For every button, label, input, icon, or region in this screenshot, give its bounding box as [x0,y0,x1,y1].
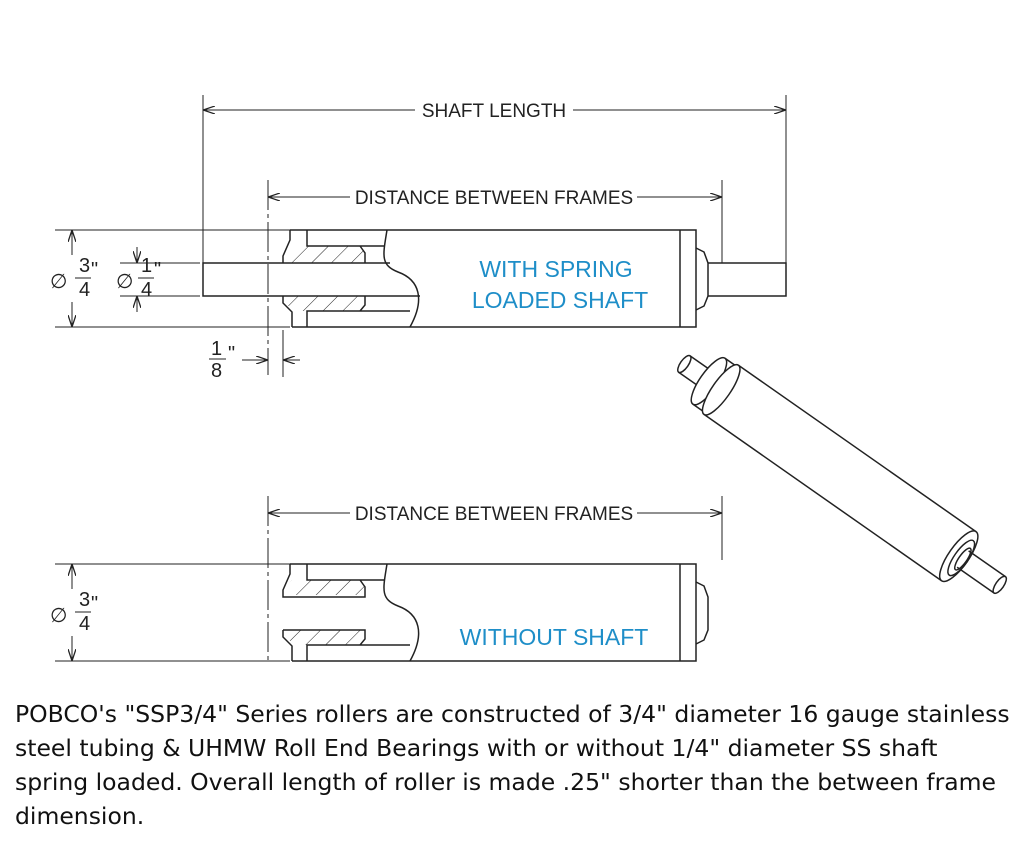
right-shaft-end [992,575,1008,595]
break-line [383,563,420,662]
diameter-symbol: ∅ [50,605,67,627]
outer-dia-denominator: 4 [79,279,90,301]
variant-label: WITHOUT SHAFT [460,624,649,650]
inch-mark: " [154,259,161,281]
tube [290,563,697,662]
shaft-right [708,262,787,297]
variant-label-line2: LOADED SHAFT [472,287,648,313]
bearing-hatch [283,296,365,311]
bearing-hatch [283,580,365,595]
outer-dia-denominator: 4 [79,613,90,635]
shaft [202,262,420,297]
bottom-roller-drawing: DISTANCE BETWEEN FRAMES WITHOUT SHAFT ∅ … [50,496,723,664]
product-description: POBCO's "SSP3/4" Series rollers are cons… [15,700,1010,830]
tube [290,229,697,328]
roll-end-bearing [282,230,410,327]
inch-mark: " [91,593,98,615]
diameter-symbol: ∅ [50,271,67,293]
distance-between-frames-label: DISTANCE BETWEEN FRAMES [355,504,633,525]
shaft-dia-denominator: 4 [141,279,152,301]
outer-dia-numerator: 3 [79,255,90,277]
bearing-hatch [283,246,365,263]
roll-end-bearing [282,564,410,661]
break-line [383,229,420,328]
gap-numerator: 1 [211,338,222,360]
end-cap [695,247,709,311]
outer-dia-numerator: 3 [79,589,90,611]
end-cap [695,581,709,645]
shaft-length-label: SHAFT LENGTH [422,101,566,122]
tube-body [703,364,977,582]
inch-mark: " [91,259,98,281]
gap-denominator: 8 [211,360,222,382]
variant-label-line1: WITH SPRING [479,256,632,282]
tube-left-edge [701,363,741,416]
shaft-dia-numerator: 1 [141,255,152,277]
bearing-inner [953,547,972,571]
diameter-symbol: ∅ [116,271,133,293]
inch-mark: " [228,343,235,365]
top-roller-drawing: SHAFT LENGTH DISTANCE BETWEEN FRAMES WIT… [50,95,787,382]
bearing-hatch [283,630,365,645]
left-shaft-end [677,354,692,374]
distance-between-frames-label: DISTANCE BETWEEN FRAMES [355,188,633,209]
roller-isometric-illustration [677,354,1008,595]
right-shaft [956,550,1006,594]
